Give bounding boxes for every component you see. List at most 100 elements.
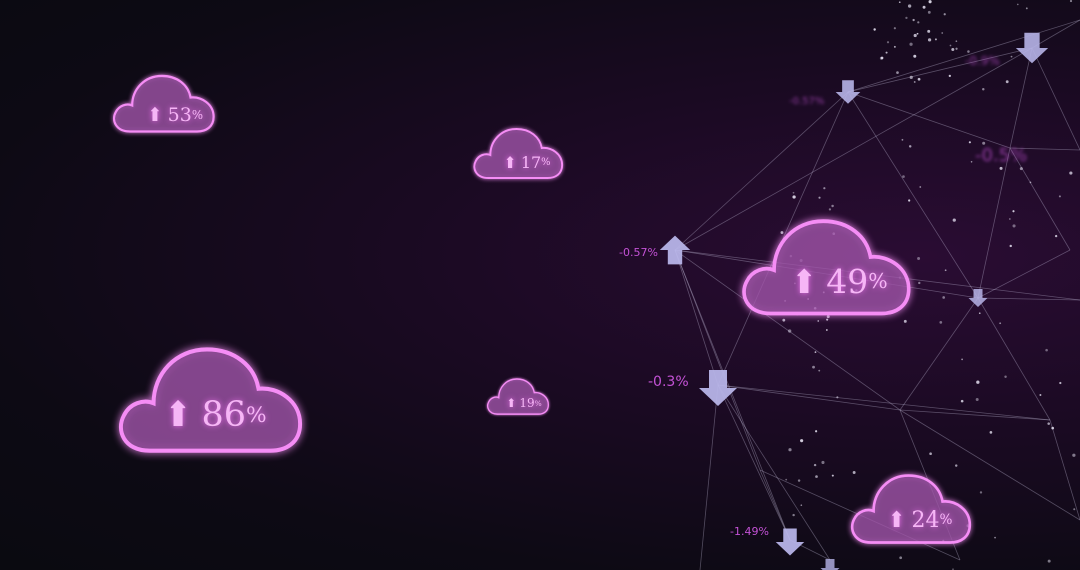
network-dot (927, 10, 931, 14)
network-dot (885, 51, 888, 54)
network-dot (792, 513, 795, 517)
network-line (847, 47, 1033, 93)
network-dot (934, 38, 937, 41)
network-dot (951, 48, 955, 52)
cloud-icon (118, 347, 303, 453)
network-dot (873, 28, 876, 31)
network-dot (919, 186, 922, 188)
network-dot (942, 296, 945, 299)
network-dot (927, 29, 931, 33)
network-dot (823, 187, 826, 190)
change-label: -0.9% (965, 54, 1000, 68)
network-dot (1054, 234, 1058, 238)
network-dot (955, 464, 958, 467)
network-dot (999, 166, 1003, 170)
cloud-icon (850, 474, 972, 544)
cloud-label: ⬆17% (487, 150, 567, 174)
network-dot (970, 160, 973, 163)
change-label: -0.57% (789, 96, 825, 107)
network-line (1009, 47, 1033, 149)
network-dot (886, 41, 890, 44)
network-line (899, 297, 979, 411)
cloud-value: 24 (911, 507, 940, 533)
network-dot (1073, 508, 1076, 511)
network-dot (1047, 559, 1051, 563)
arrow-up-icon: ⬆ (506, 396, 517, 410)
network-line (847, 91, 1011, 149)
cloud-unit: % (939, 512, 953, 528)
network-dot (960, 399, 964, 403)
network-dots (780, 0, 1076, 570)
cloud-unit: % (191, 108, 204, 122)
network-dot (836, 396, 839, 399)
network-dot (927, 38, 932, 42)
arrow-down-icon (820, 559, 840, 570)
network-line (674, 91, 849, 251)
network-dot (976, 380, 980, 384)
network-dot (785, 478, 788, 481)
cloud-unit: % (534, 398, 542, 408)
network-dot (817, 320, 820, 322)
network-dot (792, 191, 795, 194)
network-line (977, 297, 1080, 301)
cloud-badge-86: ⬆86% (110, 335, 308, 459)
network-dot (782, 318, 786, 322)
cloud-badge-53: ⬆53% (108, 68, 218, 136)
arrow-up-icon (659, 235, 691, 265)
network-dot (1039, 394, 1042, 397)
network-dot (917, 21, 920, 24)
network-dot (1010, 55, 1013, 58)
network-dot (1012, 210, 1015, 213)
network-dot (1025, 7, 1028, 10)
change-label: -1.49% (730, 525, 769, 538)
network-dot (903, 319, 907, 323)
network-dot (913, 81, 916, 83)
cloud-icon (473, 127, 564, 179)
network-dot (880, 56, 884, 60)
network-dot (825, 329, 828, 331)
network-dot (939, 321, 943, 324)
network-dot (948, 74, 951, 77)
network-dot (928, 0, 932, 4)
network-dot (917, 77, 921, 81)
network-dot (901, 138, 904, 141)
network-dot (975, 397, 979, 401)
network-dot (788, 448, 792, 452)
cloud-unit: % (541, 156, 551, 168)
network-line (977, 297, 1051, 421)
network-dot (902, 175, 905, 178)
network-dot (1045, 348, 1048, 352)
network-dot (826, 318, 829, 321)
arrow-up-icon: ⬆ (503, 152, 517, 172)
network-dot (999, 322, 1002, 325)
network-arrows (659, 32, 1049, 570)
network-dot (1069, 0, 1073, 3)
arrow-up-icon: ⬆ (790, 261, 818, 301)
network-dot (893, 45, 896, 48)
arrow-down-icon (775, 528, 805, 556)
arrow-down-icon (699, 370, 737, 406)
network-line (847, 19, 1080, 93)
change-label: -0.57% (619, 246, 658, 259)
network-dot (898, 1, 901, 4)
network-dot (896, 71, 899, 74)
network-line (847, 91, 979, 299)
network-dot (978, 312, 981, 315)
network-dot (1016, 3, 1019, 6)
network-line (899, 409, 1051, 421)
network-line (674, 249, 719, 386)
network-dot (1005, 80, 1009, 84)
network-dot (913, 54, 917, 58)
network-dot (967, 50, 970, 53)
arrow-down-icon (1015, 32, 1049, 64)
network-dot (1012, 224, 1016, 228)
network-dot (943, 13, 946, 16)
network-dot (961, 358, 963, 361)
network-dot (1059, 381, 1062, 385)
cloud-badge-24: ⬆24% (845, 466, 975, 548)
network-dot (949, 44, 952, 47)
network-dot (909, 42, 913, 46)
network-dot (917, 256, 921, 260)
network-dot (800, 439, 804, 443)
network-dot (982, 141, 986, 145)
